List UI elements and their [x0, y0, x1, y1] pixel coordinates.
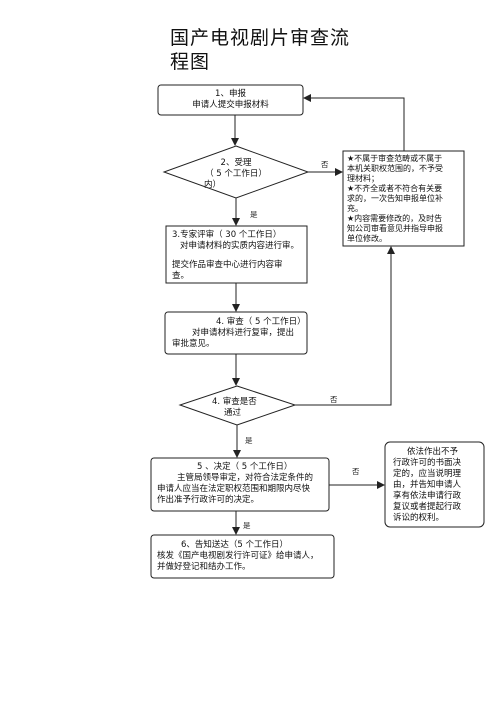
- reject-notice-line: 享有依法申请行政: [393, 491, 462, 501]
- step-delivery-box: [150, 534, 335, 579]
- correction-notice-line: 充。: [347, 204, 363, 213]
- step-review-line: 对申请材料进行复审，提出: [192, 328, 295, 338]
- step-review-line: 4. 审查（ 5 个工作日）: [216, 317, 306, 327]
- edge-label-no: 否: [352, 467, 360, 476]
- step-delivery-text: 6、告知送达（5 个工作日） 核发《国产电视剧发行许可证》给申请人， 并做好登记…: [157, 540, 333, 573]
- step-delivery-line: 核发《国产电视剧发行许可证》给申请人，: [157, 551, 319, 561]
- step-decision-line: 申请人应当在法定职权范围和期限内尽快: [157, 484, 311, 494]
- edge-label-no: 否: [321, 160, 329, 169]
- step-decision-line: 作出准予行政许可的决定。: [157, 495, 260, 505]
- reject-notice-line: 定的，应当说明理: [393, 469, 462, 479]
- reject-notice-line: 依法作出不予: [407, 447, 459, 457]
- correction-notice-line: 单位修改。: [347, 234, 387, 243]
- correction-notice-box: [342, 150, 465, 247]
- step-approve-decision-line: 4. 审查是否: [212, 397, 257, 407]
- correction-notice-line: 理材料；: [347, 174, 379, 183]
- step-expert-review-line: 查。: [172, 271, 190, 281]
- step-expert-review-line: 3.专家评审（ 30 个工作日）: [172, 230, 282, 240]
- step-review-text: 4. 审查（ 5 个工作日） 对申请材料进行复审，提出 审批意见。: [172, 317, 306, 350]
- step-expert-review-line: [172, 252, 306, 260]
- step-approve-decision-text: 4. 审查是否 通过: [212, 397, 282, 419]
- correction-notice-line: 本机关职权范围的，不予受: [347, 164, 443, 173]
- step-expert-review-line: 对申请材料的实质内容进行审。: [180, 241, 300, 251]
- step-accept-line: 2、受理: [220, 158, 252, 168]
- edge-notice-back-to-apply: [303, 94, 405, 151]
- correction-notice-line: ★不齐全或者不符合有关要: [347, 184, 443, 193]
- edge-decision-no-to-notice: [295, 246, 395, 406]
- edge-label-yes: 是: [243, 521, 251, 530]
- correction-notice-line: ★不属于审查范畴或不属于: [347, 154, 443, 163]
- step-accept-text: 2、受理 （ 5 个工作日） 内）: [190, 158, 282, 191]
- step-delivery-line: 并做好登记和结办工作。: [157, 562, 251, 572]
- step-accept-line: （ 5 个工作日）: [205, 169, 267, 179]
- step-expert-review-box: [165, 225, 308, 284]
- step-apply-text: 1、申报 申请人提交申报材料: [158, 89, 303, 111]
- step-expert-review-text: 3.专家评审（ 30 个工作日） 对申请材料的实质内容进行审。 提交作品审查中心…: [172, 230, 306, 282]
- edge-label-yes: 是: [245, 436, 253, 445]
- step-review-line: 审批意见。: [172, 339, 215, 349]
- edge-label-yes: 是: [250, 210, 258, 219]
- reject-notice-line: 由，并告知申请人: [393, 480, 462, 490]
- step-apply-line: 申请人提交申报材料: [192, 100, 269, 110]
- correction-notice-line: ★内容需要修改的，及时告: [347, 214, 443, 223]
- correction-notice-text: ★不属于审查范畴或不属于 本机关职权范围的，不予受 理材料； ★不齐全或者不符合…: [347, 154, 463, 244]
- step-decision-line: 主管局领导审定，对符合法定条件的: [177, 473, 314, 483]
- reject-notice-text: 依法作出不予 行政许可的书面决 定的，应当说明理 由，并告知申请人 享有依法申请…: [393, 447, 483, 524]
- step-delivery-line: 6、告知送达（5 个工作日）: [181, 540, 289, 550]
- correction-notice-line: 知公司审看意见并指导申报: [347, 224, 443, 233]
- step-accept-line: 内）: [204, 180, 222, 190]
- reject-notice-line: 行政许可的书面决: [393, 458, 462, 468]
- correction-notice-line: 求的，一次告知申报单位补: [347, 194, 443, 203]
- step-expert-review-line: 提交作品审查中心进行内容审: [172, 260, 283, 270]
- reject-notice-line: 复议或者提起行政: [393, 502, 462, 512]
- edge-label-no: 否: [330, 395, 338, 404]
- reject-notice-line: 诉讼的权利。: [393, 513, 445, 523]
- step-decision-text: 5 、决定（ 5 个工作日） 主管局领导审定，对符合法定条件的 申请人应当在法定…: [157, 462, 329, 506]
- step-decision-line: 5 、决定（ 5 个工作日）: [197, 462, 293, 472]
- step-approve-decision-line: 通过: [224, 408, 242, 418]
- reject-notice-box: [384, 441, 485, 528]
- page-title: 国产电视剧片审查流程图: [170, 27, 351, 73]
- step-apply-line: 1、申报: [215, 89, 246, 99]
